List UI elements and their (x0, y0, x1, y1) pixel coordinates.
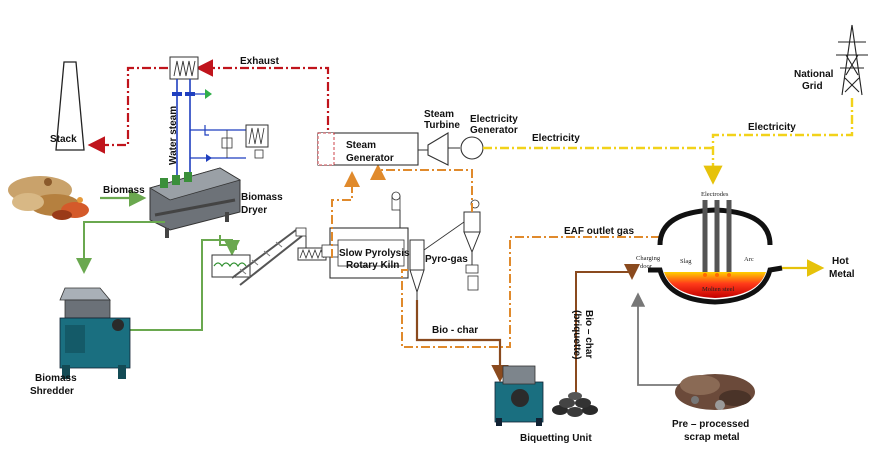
briquetting-machine (494, 365, 544, 426)
briquettes-pile (552, 392, 598, 417)
pyro-gas-label: Pyro-gas (425, 254, 468, 265)
biomass-dryer-label-line1: Biomass (241, 192, 283, 203)
charging-door-label-line2: door (640, 263, 653, 270)
national-grid-label-line2: Grid (802, 81, 823, 92)
steam-generator (317, 132, 419, 166)
biquetting-unit-label: Biquetting Unit (520, 433, 592, 444)
molten-steel-label: Molten steel (702, 286, 735, 293)
steam-turbine-label-line1: Steam (424, 109, 454, 120)
hot-metal-label-line1: Hot (832, 256, 849, 267)
transmission-tower (836, 24, 868, 96)
exhaust-flow (87, 59, 330, 154)
rotary-kiln (321, 191, 409, 279)
scrap-metal-label-line2: scrap metal (684, 432, 740, 443)
heat-exchanger (169, 56, 199, 80)
small-heat-exchanger (245, 124, 269, 159)
biochar-flow (415, 264, 640, 395)
biomass-shredder-label-line1: Biomass (35, 373, 77, 384)
bio-char-briquette-label-line2: (briquette) (571, 310, 582, 359)
electricity-flow (483, 98, 854, 277)
electricity-main-label: Electricity (532, 133, 580, 144)
cyclone-separator (409, 239, 425, 300)
biomass-label: Biomass (103, 185, 145, 196)
electric-arc-furnace (648, 200, 783, 305)
biomass-dryer-label-line2: Dryer (241, 205, 267, 216)
scrap-flow (630, 292, 680, 386)
electricity-grid-label: Electricity (748, 122, 796, 133)
exhaust-label: Exhaust (240, 56, 280, 67)
arc-label: Arc (744, 256, 754, 263)
biomass-shredder-machine (59, 287, 131, 379)
steam-generator-label-line1: Steam (346, 140, 376, 151)
biomass-flow (76, 221, 240, 331)
steam-generator-label-line2: Generator (346, 153, 394, 164)
bio-char-label: Bio - char (432, 325, 478, 336)
electrodes-label: Electrodes (701, 191, 729, 198)
electricity-generator-label-line1: Electricity (470, 114, 518, 125)
eaf-outlet-gas-label: EAF outlet gas (564, 226, 634, 237)
steam-turbine-label-line2: Turbine (424, 120, 460, 131)
kiln-label-line2: Rotary Kiln (346, 260, 399, 271)
biomass-shredder-label-line2: Shredder (30, 386, 74, 397)
stack-chimney (55, 61, 85, 151)
biomass-pile-image (8, 176, 89, 220)
kiln-label-line1: Slow Pyrolysis (339, 248, 410, 259)
hot-metal-label-line2: Metal (829, 269, 855, 280)
electricity-generator-label-line2: Generator (470, 125, 518, 136)
charging-door-label-line1: Charging (636, 255, 661, 262)
biomass-dryer-machine (149, 167, 241, 238)
bio-char-briquette-label-line1: Bio – char (583, 310, 594, 358)
water-steam-label: Water steam (168, 106, 179, 165)
scrap-metal-label-line1: Pre – processed (672, 419, 749, 430)
feed-hopper (211, 254, 251, 278)
water-steam-piping (172, 79, 246, 178)
scrap-metal-pile (675, 374, 755, 410)
electricity-generator (460, 136, 484, 160)
eaf-and-pyro-gas-flow (331, 164, 660, 348)
inclined-conveyor (231, 227, 307, 286)
stack-label: Stack (50, 134, 77, 145)
pyro-gas-cleaner (423, 199, 481, 291)
steam-turbine (427, 132, 449, 166)
slag-label: Slag (680, 258, 692, 265)
national-grid-label-line1: National (794, 69, 834, 80)
